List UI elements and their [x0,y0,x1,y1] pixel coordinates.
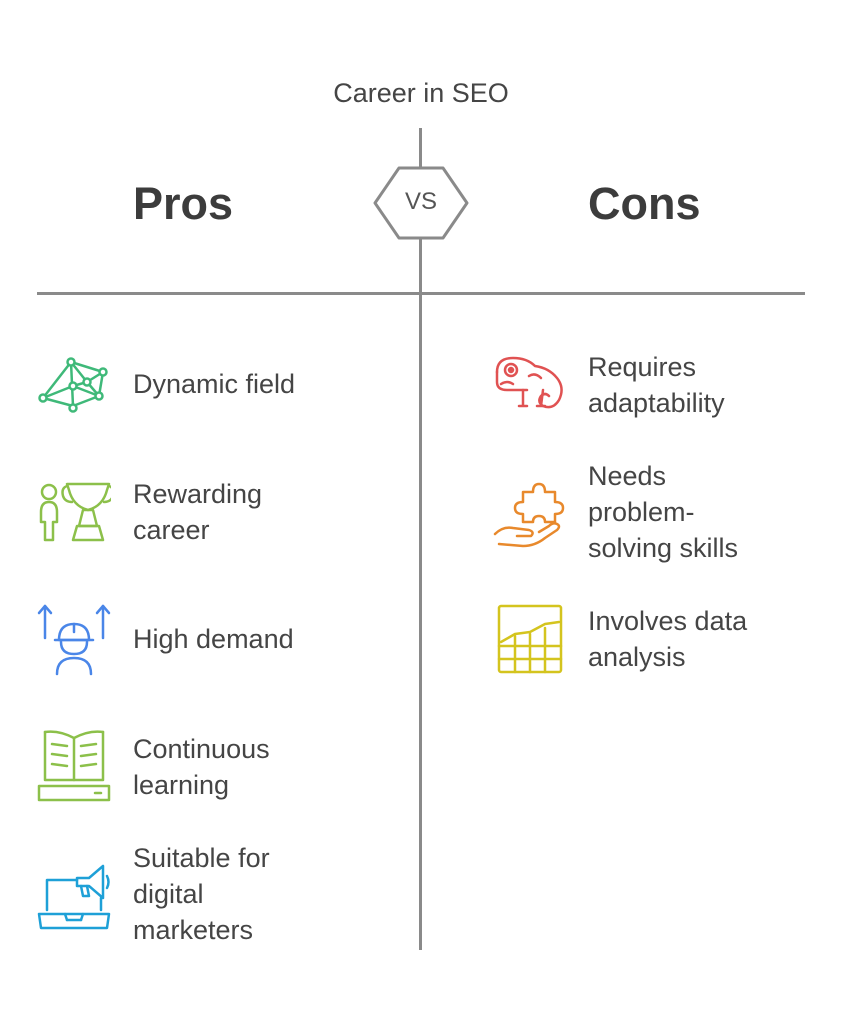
pros-item-dynamic-field: Dynamic field [133,369,296,399]
cons-item-needs-problem-solving-skills: Needs problem- solving skills [588,461,739,563]
vs-label: VS [404,188,437,215]
cons-heading: Cons [588,178,701,229]
center-divider [419,238,422,950]
diagram-title: Career in SEO [333,78,509,108]
pros-item-high-demand: High demand [133,624,294,654]
cons-item-involves-data-analysis: Involves data analysis [588,606,748,672]
chameleon-icon [493,350,567,424]
laptop-megaphone-icon [37,858,111,932]
vs-badge: VS [372,164,470,242]
horizontal-divider [37,292,805,295]
trophy-person-icon [37,478,111,552]
open-book-icon [37,728,111,802]
center-divider-top [419,128,422,168]
pros-item-suitable-for-digital-marketers: Suitable for digital marketers [133,843,270,945]
spreadsheet-chart-icon [493,604,567,678]
vs-arrow-icon [373,166,469,240]
worker-arrows-icon [37,602,111,676]
pros-heading: Pros [133,178,234,229]
puzzle-hand-icon [493,476,567,550]
pros-item-rewarding-career: Rewarding career [133,479,263,545]
network-icon [37,356,111,430]
pros-item-continuous-learning: Continuous learning [133,734,270,800]
cons-item-requires-adaptability: Requires adaptability [588,352,725,418]
